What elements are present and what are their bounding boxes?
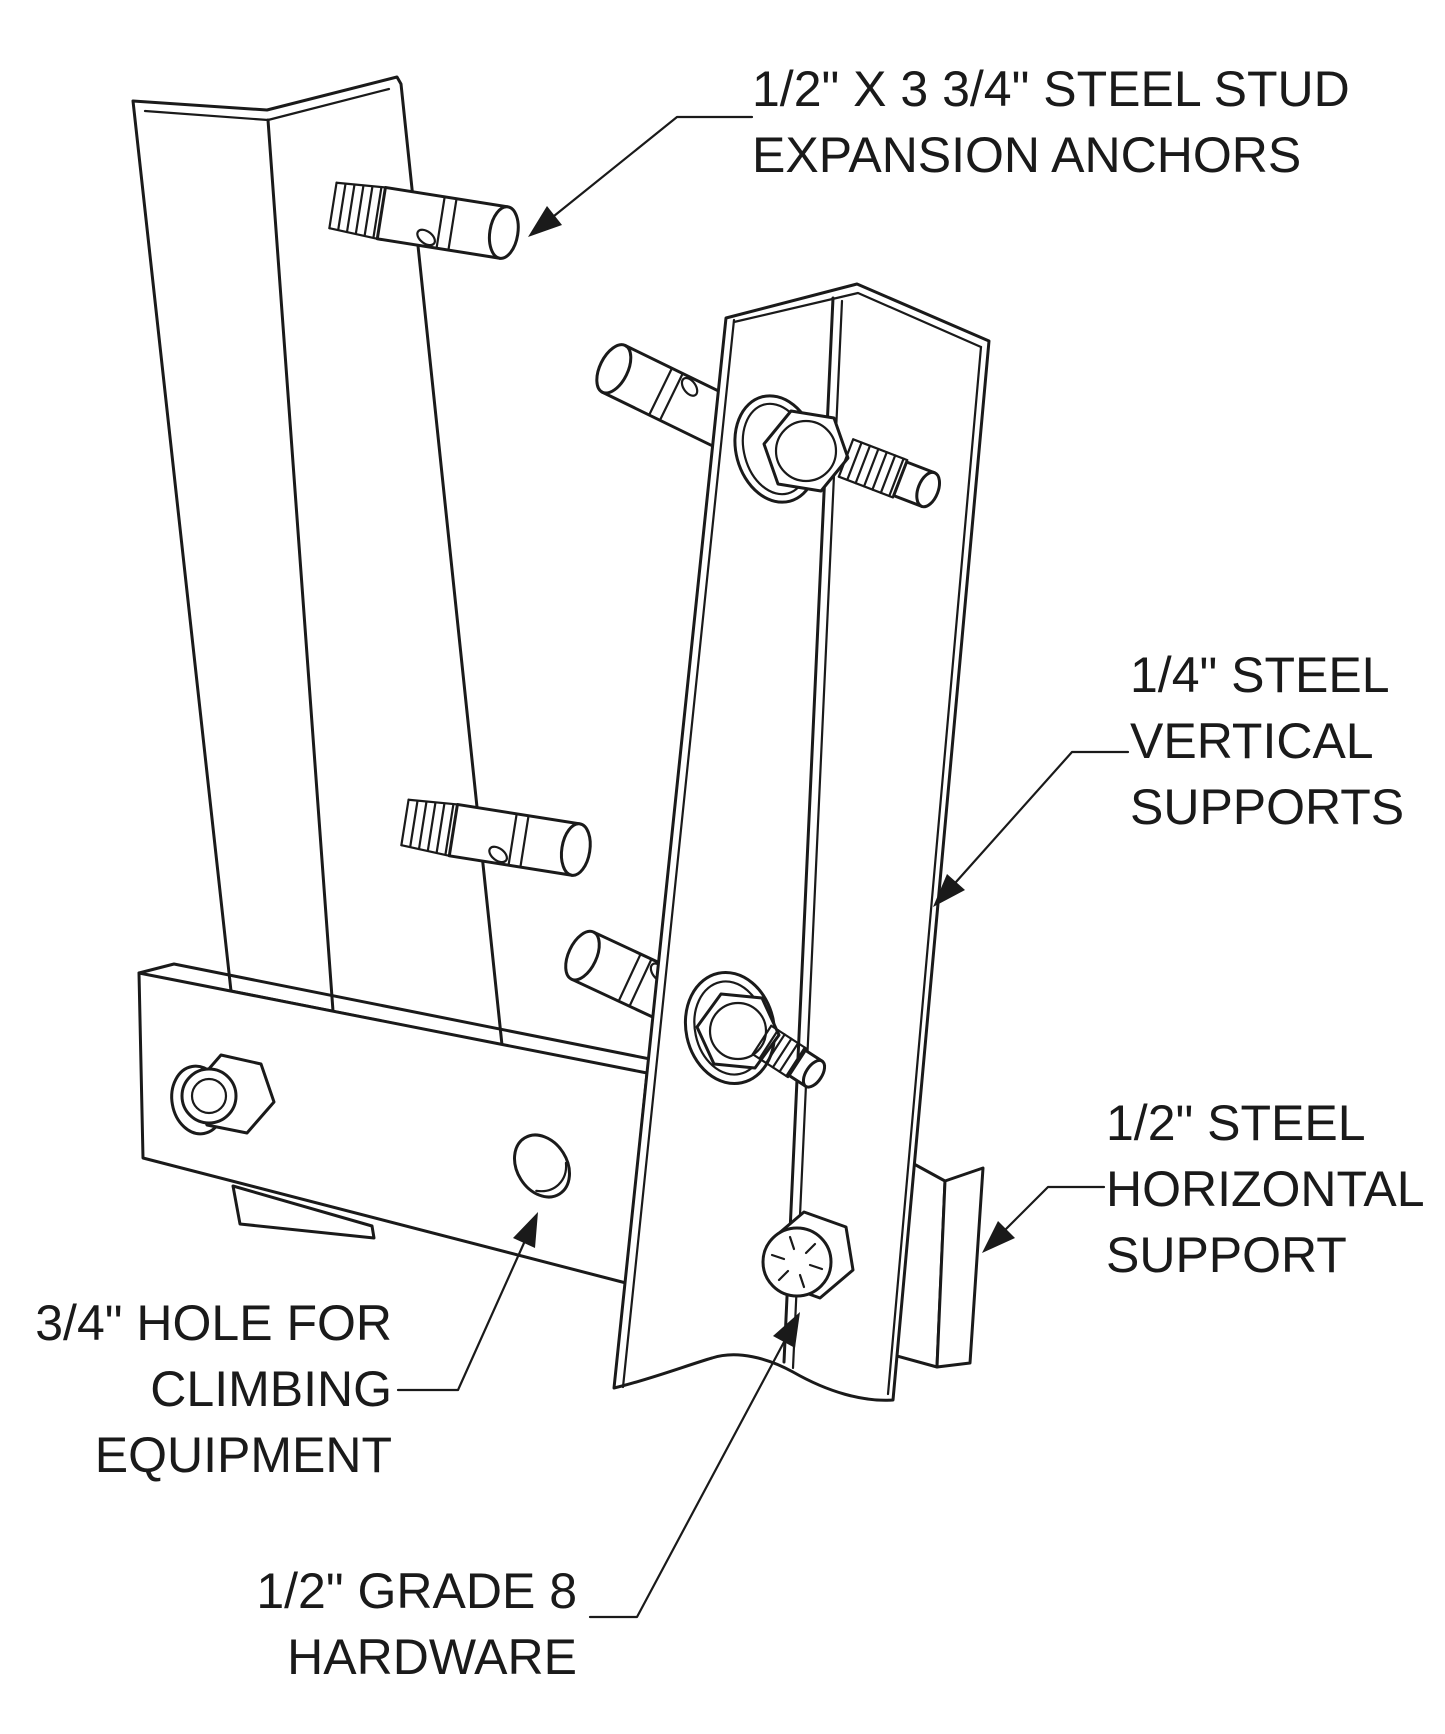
callout-grade8-hardware: 1/2" GRADE 8 HARDWARE [215,1558,577,1690]
climbing-hole [513,1133,571,1199]
leader-horizontal-support [982,1185,1106,1253]
callout-line: SUPPORTS [1130,779,1405,835]
leader-expansion-anchors [528,115,754,237]
callout-line: 1/2" STEEL [1106,1095,1366,1151]
callout-expansion-anchors: 1/2" X 3 3/4" STEEL STUD EXPANSION ANCHO… [752,56,1350,188]
leader-climbing-hole [396,1212,538,1392]
plate-bolt-head [170,1053,276,1136]
callout-climbing-hole: 3/4" HOLE FOR CLIMBING EQUIPMENT [28,1290,392,1488]
expansion-anchor-upper-right [595,343,739,449]
callout-line: 3/4" HOLE FOR [35,1295,392,1351]
callout-line: CLIMBING [150,1361,392,1417]
callout-line: SUPPORT [1106,1227,1347,1283]
callout-line: HARDWARE [287,1629,577,1685]
leader-vertical-supports [933,750,1130,907]
callout-line: HORIZONTAL [1106,1161,1425,1217]
callout-horizontal-support: 1/2" STEEL HORIZONTAL SUPPORT [1106,1090,1425,1288]
callout-line: 1/2" X 3 3/4" STEEL STUD [752,61,1350,117]
callout-line: 1/2" GRADE 8 [256,1563,577,1619]
expansion-anchor-top [328,181,520,260]
callout-line: EQUIPMENT [94,1427,392,1483]
leader-grade8-hardware [588,1312,800,1619]
stud-washer-nut-upper [733,394,942,509]
callout-vertical-supports: 1/4" STEEL VERTICAL SUPPORTS [1130,642,1404,840]
callout-line: 1/4" STEEL [1130,647,1390,703]
grade8-bolt-head [761,1210,855,1300]
left-support-bottom-tip [231,1184,376,1240]
callout-line: VERTICAL [1130,713,1374,769]
callout-line: EXPANSION ANCHORS [752,127,1302,183]
expansion-anchor-middle [400,798,592,877]
stud-washer-nut-lower [683,970,827,1089]
